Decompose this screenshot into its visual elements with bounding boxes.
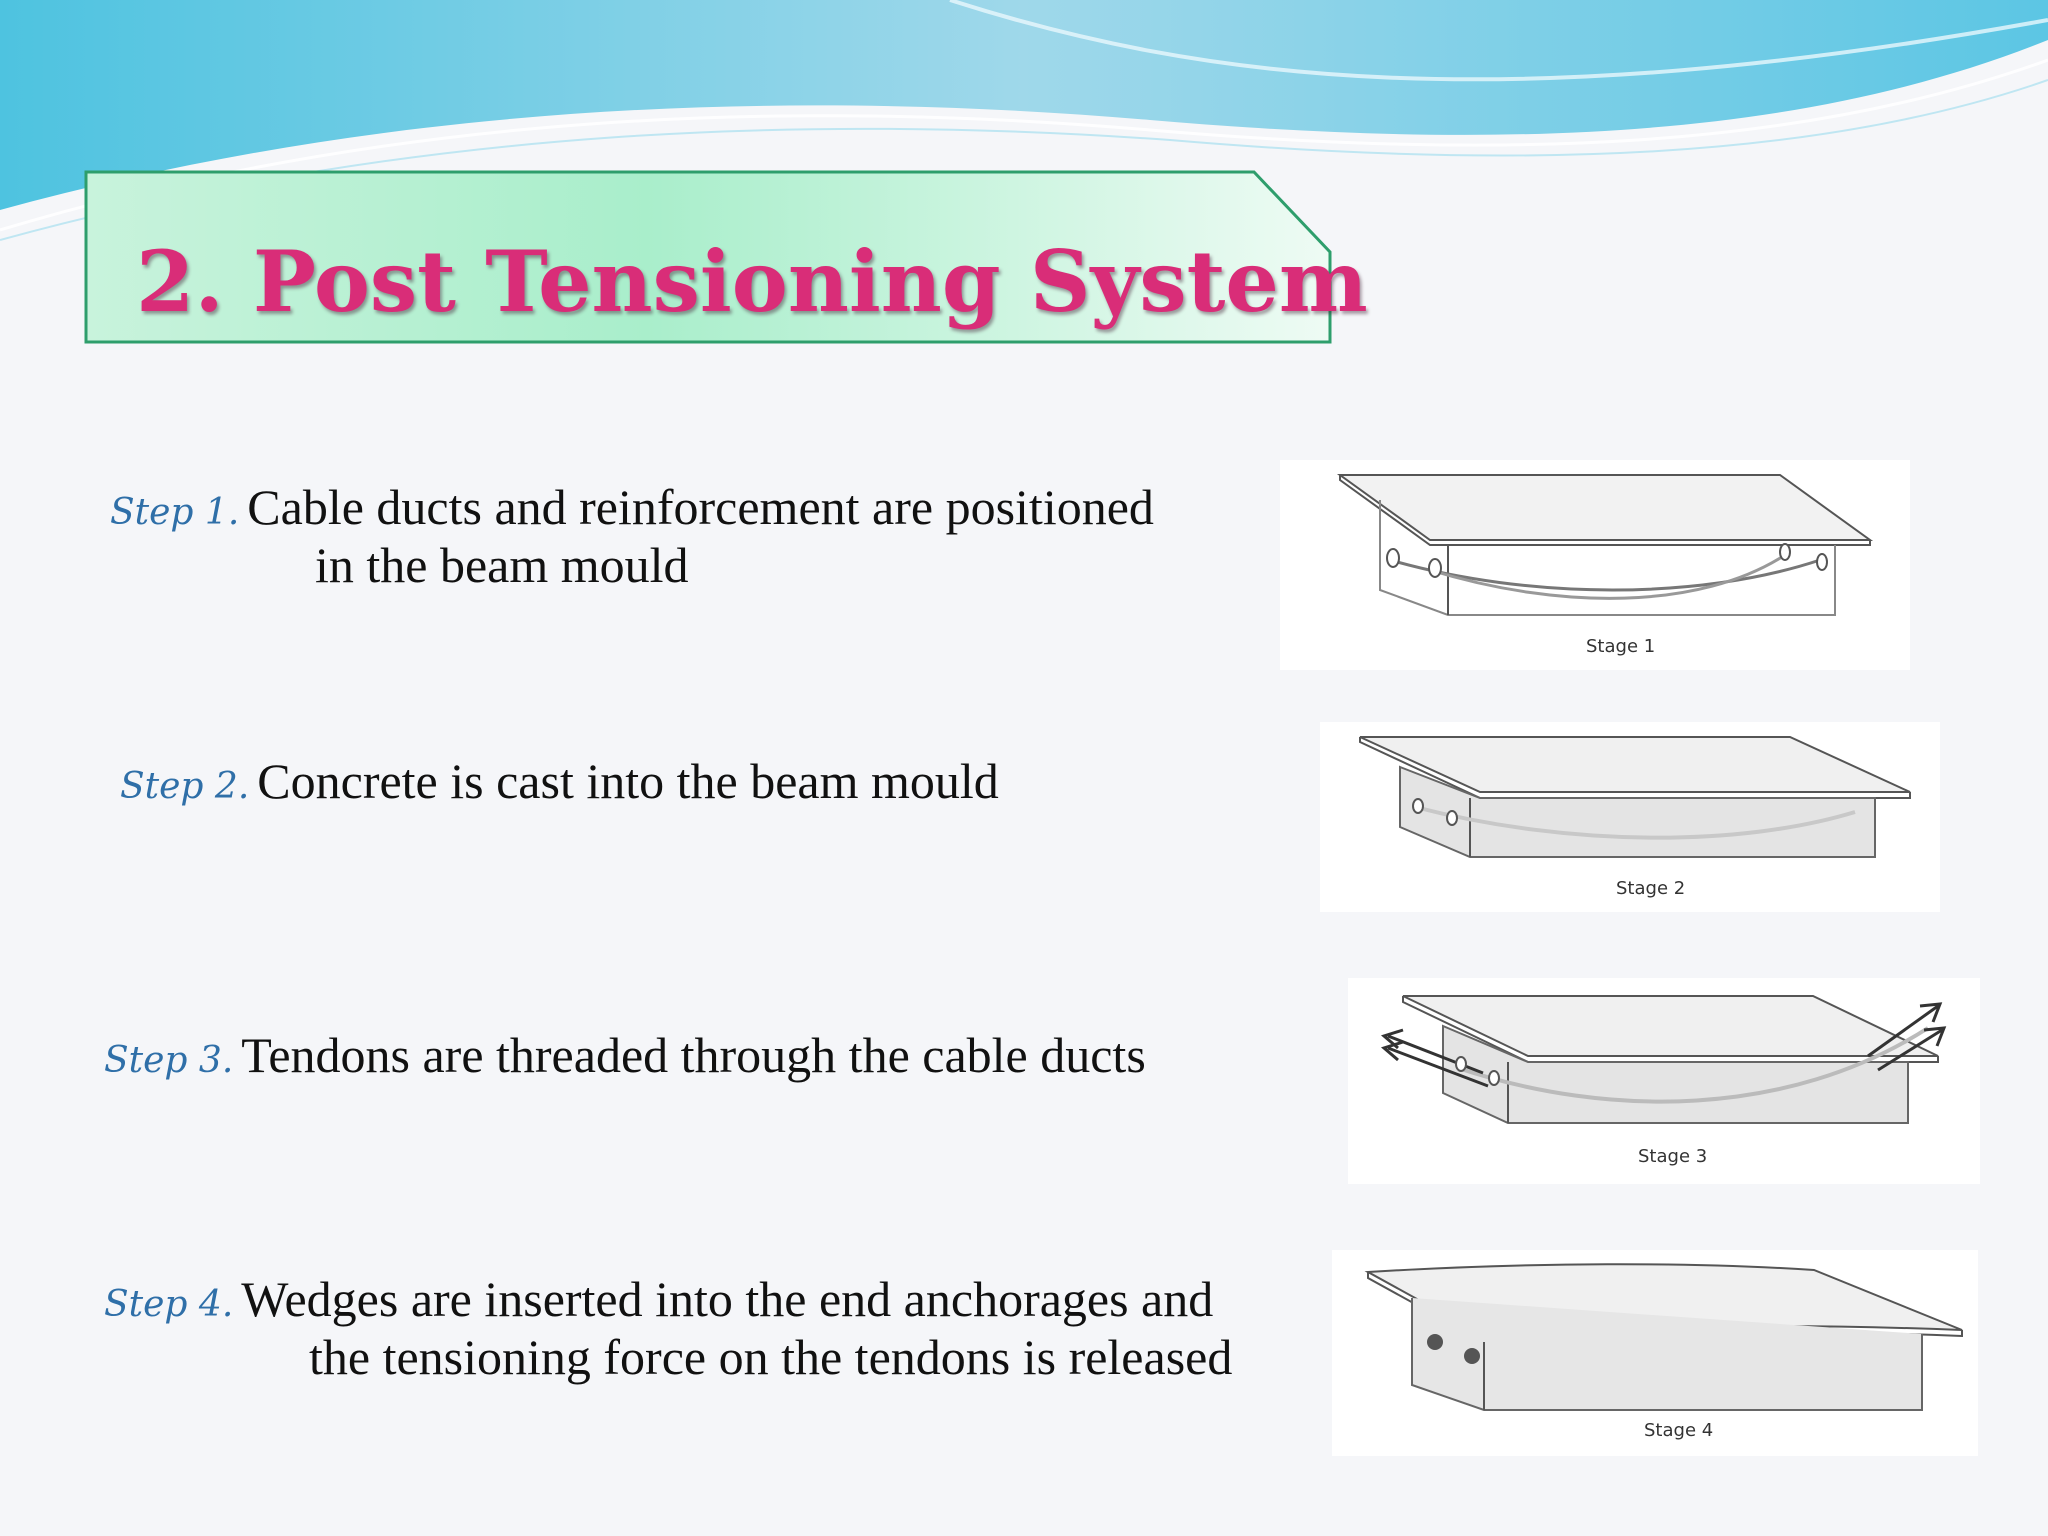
step-3: Step 3.Tendons are threaded through the …: [104, 1026, 1146, 1084]
stage-2-illustration: Stage 2: [1320, 722, 1940, 912]
step-3-label: Step 3.: [104, 1040, 234, 1081]
step-4-text: Wedges are inserted into the end anchora…: [241, 1271, 1214, 1327]
step-2: Step 2.Concrete is cast into the beam mo…: [120, 752, 999, 810]
title-box: 2. Post Tensioning System: [84, 170, 1368, 344]
step-2-label: Step 2.: [120, 766, 250, 807]
title-box-shape: [84, 170, 1332, 344]
step-1-label: Step 1.: [110, 492, 240, 533]
stage-1-caption: Stage 1: [1586, 636, 1656, 657]
cast-concrete-diagram-icon: [1359, 736, 1911, 858]
step-1-text: Cable ducts and reinforcement are positi…: [247, 479, 1154, 535]
stage-4-caption: Stage 4: [1644, 1420, 1714, 1441]
step-1: Step 1.Cable ducts and reinforcement are…: [110, 478, 1154, 594]
stage-2-caption: Stage 2: [1616, 878, 1686, 899]
stage-1-illustration: Stage 1: [1280, 460, 1910, 670]
step-4-text-line2: the tensioning force on the tendons is r…: [309, 1329, 1233, 1385]
tension-release-diagram-icon: [1364, 1263, 1963, 1411]
stage-3-caption: Stage 3: [1638, 1146, 1708, 1167]
page-title: 2. Post Tensioning System: [136, 232, 1368, 331]
step-4: Step 4.Wedges are inserted into the end …: [104, 1270, 1232, 1386]
stage-4-illustration: Stage 4: [1332, 1250, 1978, 1456]
step-1-text-line2: in the beam mould: [315, 537, 689, 593]
header-wave: [0, 0, 2048, 241]
step-3-text: Tendons are threaded through the cable d…: [241, 1027, 1146, 1083]
tendon-threading-diagram-icon: [1380, 995, 1947, 1124]
step-2-text: Concrete is cast into the beam mould: [257, 753, 999, 809]
step-4-label: Step 4.: [104, 1284, 234, 1325]
beam-mould-diagram-icon: [1336, 474, 1874, 616]
stage-3-illustration: Stage 3: [1348, 978, 1980, 1184]
